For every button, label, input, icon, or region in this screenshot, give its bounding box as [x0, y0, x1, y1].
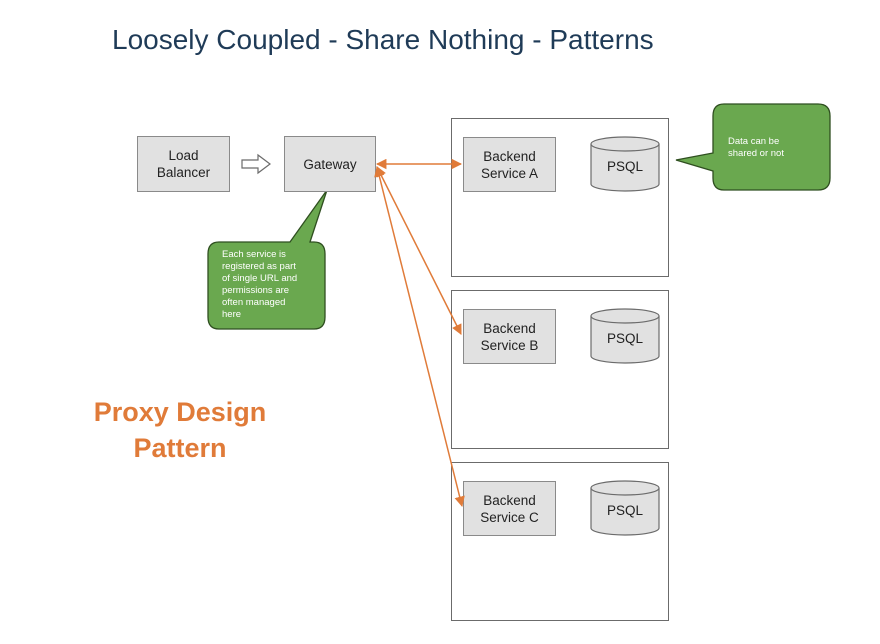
load-balancer-box: Load Balancer	[137, 136, 230, 192]
service-c-container	[451, 462, 669, 621]
data-note-callout	[675, 103, 831, 191]
psql-database-a: PSQL	[590, 136, 660, 192]
gateway-box: Gateway	[284, 136, 376, 192]
gateway-service-b-arrow	[376, 166, 462, 335]
database-icon	[590, 308, 660, 364]
database-label: PSQL	[606, 159, 644, 174]
database-label: PSQL	[606, 503, 644, 518]
database-label: PSQL	[606, 331, 644, 346]
page-title: Loosely Coupled - Share Nothing - Patter…	[112, 24, 654, 55]
gateway-service-c-arrow	[374, 165, 465, 508]
lb-to-gateway-arrow	[241, 153, 271, 175]
database-icon	[590, 136, 660, 192]
gateway-note-text: Each service is registered as part of si…	[222, 249, 298, 320]
psql-database-b: PSQL	[590, 308, 660, 364]
psql-database-c: PSQL	[590, 480, 660, 536]
pattern-label: Proxy Design Pattern	[93, 397, 267, 463]
data-note-text: Data can be shared or not	[728, 136, 784, 159]
gateway-note-callout	[207, 189, 328, 330]
database-icon	[590, 480, 660, 536]
